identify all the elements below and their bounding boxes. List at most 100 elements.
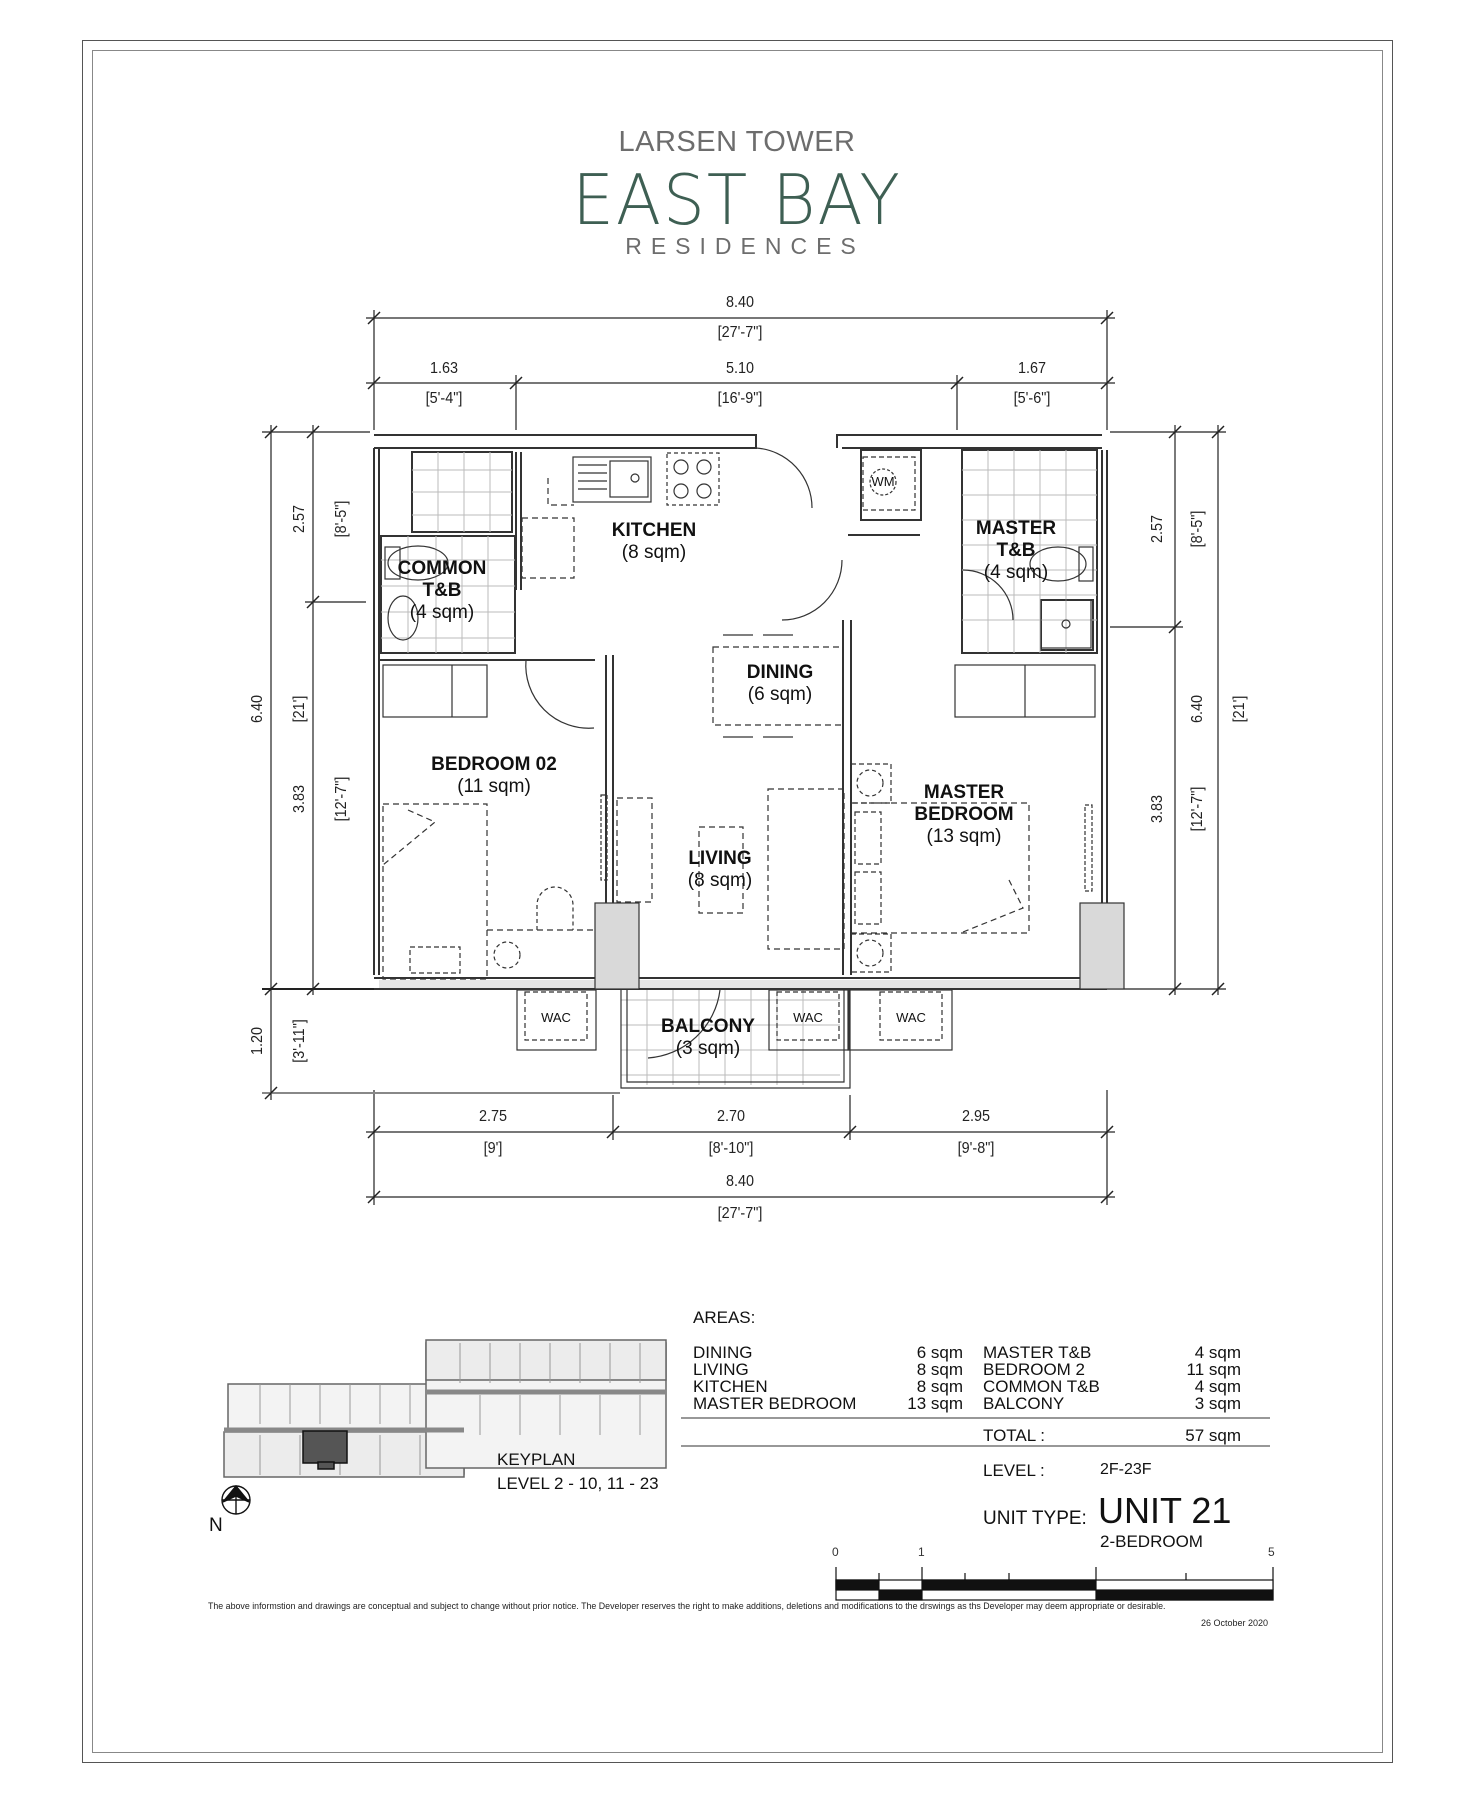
room-master-bedroom: MASTER BEDROOM (13 sqm) [864, 782, 1064, 848]
area-value: 11 sqm [1186, 1360, 1242, 1379]
disclaimer-text: The above informstion and drawings are c… [208, 1601, 1166, 1612]
washing-machine-label: WM [871, 474, 895, 489]
scale-bar [835, 1567, 1274, 1601]
area-value: 6 sqm [916, 1343, 963, 1362]
keyplan-title: KEYPLAN [497, 1450, 576, 1469]
dim-right-total-ft: [21'] [1231, 695, 1248, 723]
dim-top-seg-1-m: 1.63 [429, 360, 459, 377]
room-common-tb-name2: T&B [422, 580, 462, 601]
brand-logo-text: EAST BAY [572, 160, 902, 241]
dim-top-seg-2-ft: [16'-9"] [717, 390, 763, 407]
room-living-area: (8 sqm) [687, 870, 753, 891]
area-name: DINING [693, 1343, 753, 1362]
inner-frame [92, 50, 1383, 1753]
dim-top-seg-1-ft: [5'-4"] [425, 390, 463, 407]
room-kitchen-name: KITCHEN [611, 520, 697, 541]
dim-top-seg-3-m: 1.67 [1017, 360, 1047, 377]
scale-label-0: 0 [832, 1545, 839, 1559]
dim-bottom-seg-1-m: 2.75 [478, 1108, 508, 1125]
room-master-tb-name1: MASTER [975, 518, 1057, 539]
area-row: BEDROOM 2 11 sqm [983, 1361, 1241, 1378]
wac-label-3: WAC [896, 1010, 926, 1025]
dim-right-total-m: 6.40 [1189, 694, 1206, 724]
tower-name: LARSEN TOWER [618, 126, 856, 158]
wac-label-2: WAC [793, 1010, 823, 1025]
room-bedroom-02: BEDROOM 02 (11 sqm) [394, 754, 594, 798]
dim-left-upper-ft: [8'-5"] [333, 500, 350, 538]
dim-left-lower-m: 3.83 [291, 784, 308, 814]
area-name: KITCHEN [693, 1377, 768, 1396]
dim-right-lower-ft: [12'-7"] [1189, 786, 1206, 832]
keyplan-drawing [223, 1339, 667, 1478]
keyplan-levels: LEVEL 2 - 10, 11 - 23 [497, 1474, 659, 1493]
unit-subtype: 2-BEDROOM [1100, 1532, 1203, 1551]
unit-type-value: UNIT 21 [1098, 1490, 1232, 1531]
dim-bottom-seg-1-ft: [9'] [483, 1140, 503, 1157]
room-master-bedroom-name1: MASTER [923, 782, 1005, 803]
room-kitchen-area: (8 sqm) [621, 542, 687, 563]
room-master-tb-name2: T&B [996, 540, 1036, 561]
room-bedroom-02-name: BEDROOM 02 [431, 754, 557, 775]
dim-bottom-seg-3-m: 2.95 [961, 1108, 991, 1125]
level-label: LEVEL : [983, 1461, 1045, 1480]
dim-bottom-seg-3-ft: [9'-8"] [957, 1140, 995, 1157]
area-value: 4 sqm [1194, 1377, 1241, 1396]
area-value: 8 sqm [916, 1377, 963, 1396]
area-name: LIVING [693, 1360, 749, 1379]
outer-frame [82, 40, 1393, 1763]
room-master-tb: MASTER T&B (4 sqm) [916, 518, 1116, 584]
level-value: 2F-23F [1100, 1461, 1152, 1478]
area-row: DINING 6 sqm [693, 1344, 963, 1361]
room-master-bedroom-area: (13 sqm) [926, 826, 1002, 847]
dim-left-lower-ft: [12'-7"] [333, 776, 350, 822]
room-dining: DINING (6 sqm) [680, 662, 880, 706]
brand-residences: RESIDENCES [625, 233, 865, 259]
dim-right-upper-ft: [8'-5"] [1189, 510, 1206, 548]
room-master-bedroom-name2: BEDROOM [914, 804, 1014, 825]
room-common-tb-area: (4 sqm) [409, 602, 475, 623]
room-balcony-name: BALCONY [661, 1016, 755, 1037]
dim-right-lower-m: 3.83 [1149, 794, 1166, 824]
unit-type-label: UNIT TYPE: [983, 1508, 1087, 1529]
room-living-name: LIVING [688, 848, 752, 869]
dim-left-upper-m: 2.57 [291, 504, 308, 534]
areas-left-column: DINING 6 sqm LIVING 8 sqm KITCHEN 8 sqm MAS… [693, 1344, 963, 1412]
areas-title: AREAS: [693, 1308, 756, 1327]
dim-bottom-total-ft: [27'-7"] [717, 1205, 763, 1222]
north-label: N [209, 1515, 223, 1536]
dim-top-seg-3-ft: [5'-6"] [1013, 390, 1051, 407]
dim-left-balcony-ft: [3'-11"] [291, 1019, 308, 1063]
area-name: MASTER BEDROOM [693, 1394, 857, 1413]
dim-right-upper-m: 2.57 [1149, 514, 1166, 544]
dim-left-total-m: 6.40 [249, 694, 266, 724]
total-value: 57 sqm [1185, 1426, 1241, 1445]
area-row: KITCHEN 8 sqm [693, 1378, 963, 1395]
dim-bottom-seg-2-ft: [8'-10"] [708, 1140, 754, 1157]
area-row: LIVING 8 sqm [693, 1361, 963, 1378]
room-common-tb: COMMON T&B (4 sqm) [342, 558, 542, 624]
dim-top-seg-2-m: 5.10 [725, 360, 755, 377]
room-dining-area: (6 sqm) [747, 684, 813, 705]
area-value: 8 sqm [916, 1360, 963, 1379]
area-name: BEDROOM 2 [983, 1360, 1086, 1379]
area-value: 13 sqm [907, 1394, 963, 1413]
room-master-tb-area: (4 sqm) [983, 562, 1049, 583]
wac-label-1: WAC [541, 1010, 571, 1025]
keyplan-label: KEYPLAN LEVEL 2 - 10, 11 - 23 [497, 1448, 659, 1496]
area-name: MASTER T&B [983, 1343, 1092, 1362]
dim-top-total-m: 8.40 [725, 294, 755, 311]
scale-label-1: 1 [918, 1545, 925, 1559]
scale-label-5: 5 [1268, 1545, 1275, 1559]
area-name: BALCONY [983, 1394, 1065, 1413]
dim-bottom-total-m: 8.40 [725, 1173, 755, 1190]
area-row: MASTER BEDROOM 13 sqm [693, 1395, 963, 1412]
room-kitchen: KITCHEN (8 sqm) [554, 520, 754, 564]
north-arrow [221, 1484, 251, 1515]
dim-bottom-seg-2-m: 2.70 [716, 1108, 746, 1125]
room-living: LIVING (8 sqm) [620, 848, 820, 892]
drawing-date: 26 October 2020 [1201, 1618, 1269, 1628]
